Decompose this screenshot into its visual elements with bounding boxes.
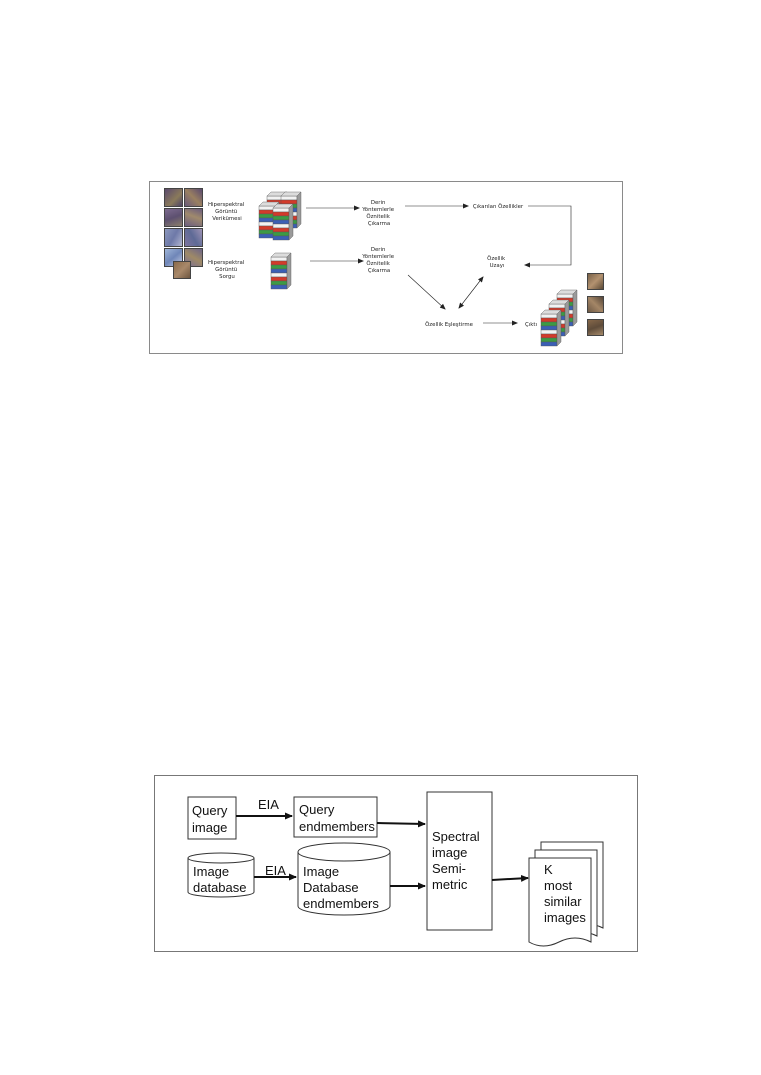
figure1-arrows — [306, 203, 572, 326]
dataset-label: Hiperspektral Görüntü Verikümesi — [208, 202, 246, 222]
image-database-label: Image database — [193, 864, 247, 895]
database-endmembers-cylinder — [297, 842, 391, 916]
output-thumbnail — [587, 296, 604, 313]
arrow-metric-to-results — [491, 874, 529, 882]
output-cube-stack — [540, 289, 578, 347]
eia-bottom-label: EIA — [265, 863, 286, 878]
dataset-thumbnail — [184, 208, 203, 227]
turkish-retrieval-diagram: Hiperspektral Görüntü Verikümesi Hipersp… — [149, 181, 623, 354]
feature-space-label: Özellik Uzayı — [487, 255, 507, 269]
english-retrieval-diagram: Query image Image database EIA EIA Query… — [154, 775, 638, 952]
eia-top-label: EIA — [258, 797, 279, 812]
arrow-extraction-to-matching — [407, 274, 446, 310]
extracted-features-label: Çıkarılan Özellikler — [473, 203, 524, 210]
dataset-thumbnail — [184, 188, 203, 207]
figure2-arrows — [236, 812, 529, 890]
feature-matching-label: Özellik Eşleştirme — [425, 321, 474, 328]
arrow-query-endmembers-to-metric — [376, 820, 426, 828]
dataset-thumbnail — [164, 228, 183, 247]
dataset-thumbnail — [164, 188, 183, 207]
arrow-features-to-space — [524, 205, 572, 268]
result-label: K most similar images — [544, 862, 586, 925]
query-image-label: Query image — [192, 803, 231, 835]
output-thumbnail — [587, 319, 604, 336]
database-endmembers-label: Image Database endmembers — [303, 864, 379, 911]
output-label: Çıktı — [525, 322, 537, 328]
spectral-metric-label: Spectral image Semi- metric — [432, 829, 483, 892]
arrow-matching-to-space — [458, 276, 484, 309]
dataset-thumbnail — [184, 228, 203, 247]
query-thumbnail — [173, 261, 191, 279]
extraction-top-label: Derin Yöntemlerle Öznitelik Çıkarma — [361, 200, 396, 227]
query-cube — [270, 252, 292, 290]
output-thumbnail — [587, 273, 604, 290]
result-document-stack — [528, 841, 604, 947]
extraction-bottom-label: Derin Yöntemlerle Öznitelik Çıkarma — [361, 247, 396, 274]
image-database-cylinder — [187, 852, 255, 898]
spectral-metric-box — [426, 791, 493, 931]
query-label: Hiperspektral Görüntü Sorgu — [208, 260, 246, 280]
figure1-canvas: Hiperspektral Görüntü Verikümesi Hipersp… — [208, 191, 578, 347]
query-endmembers-box — [293, 796, 378, 838]
dataset-thumbnail — [164, 208, 183, 227]
query-endmembers-label: Query endmembers — [299, 802, 375, 834]
dataset-cube-stack — [258, 191, 302, 241]
query-image-box — [187, 796, 237, 840]
figure2-canvas: Query image Image database EIA EIA Query… — [187, 791, 604, 947]
